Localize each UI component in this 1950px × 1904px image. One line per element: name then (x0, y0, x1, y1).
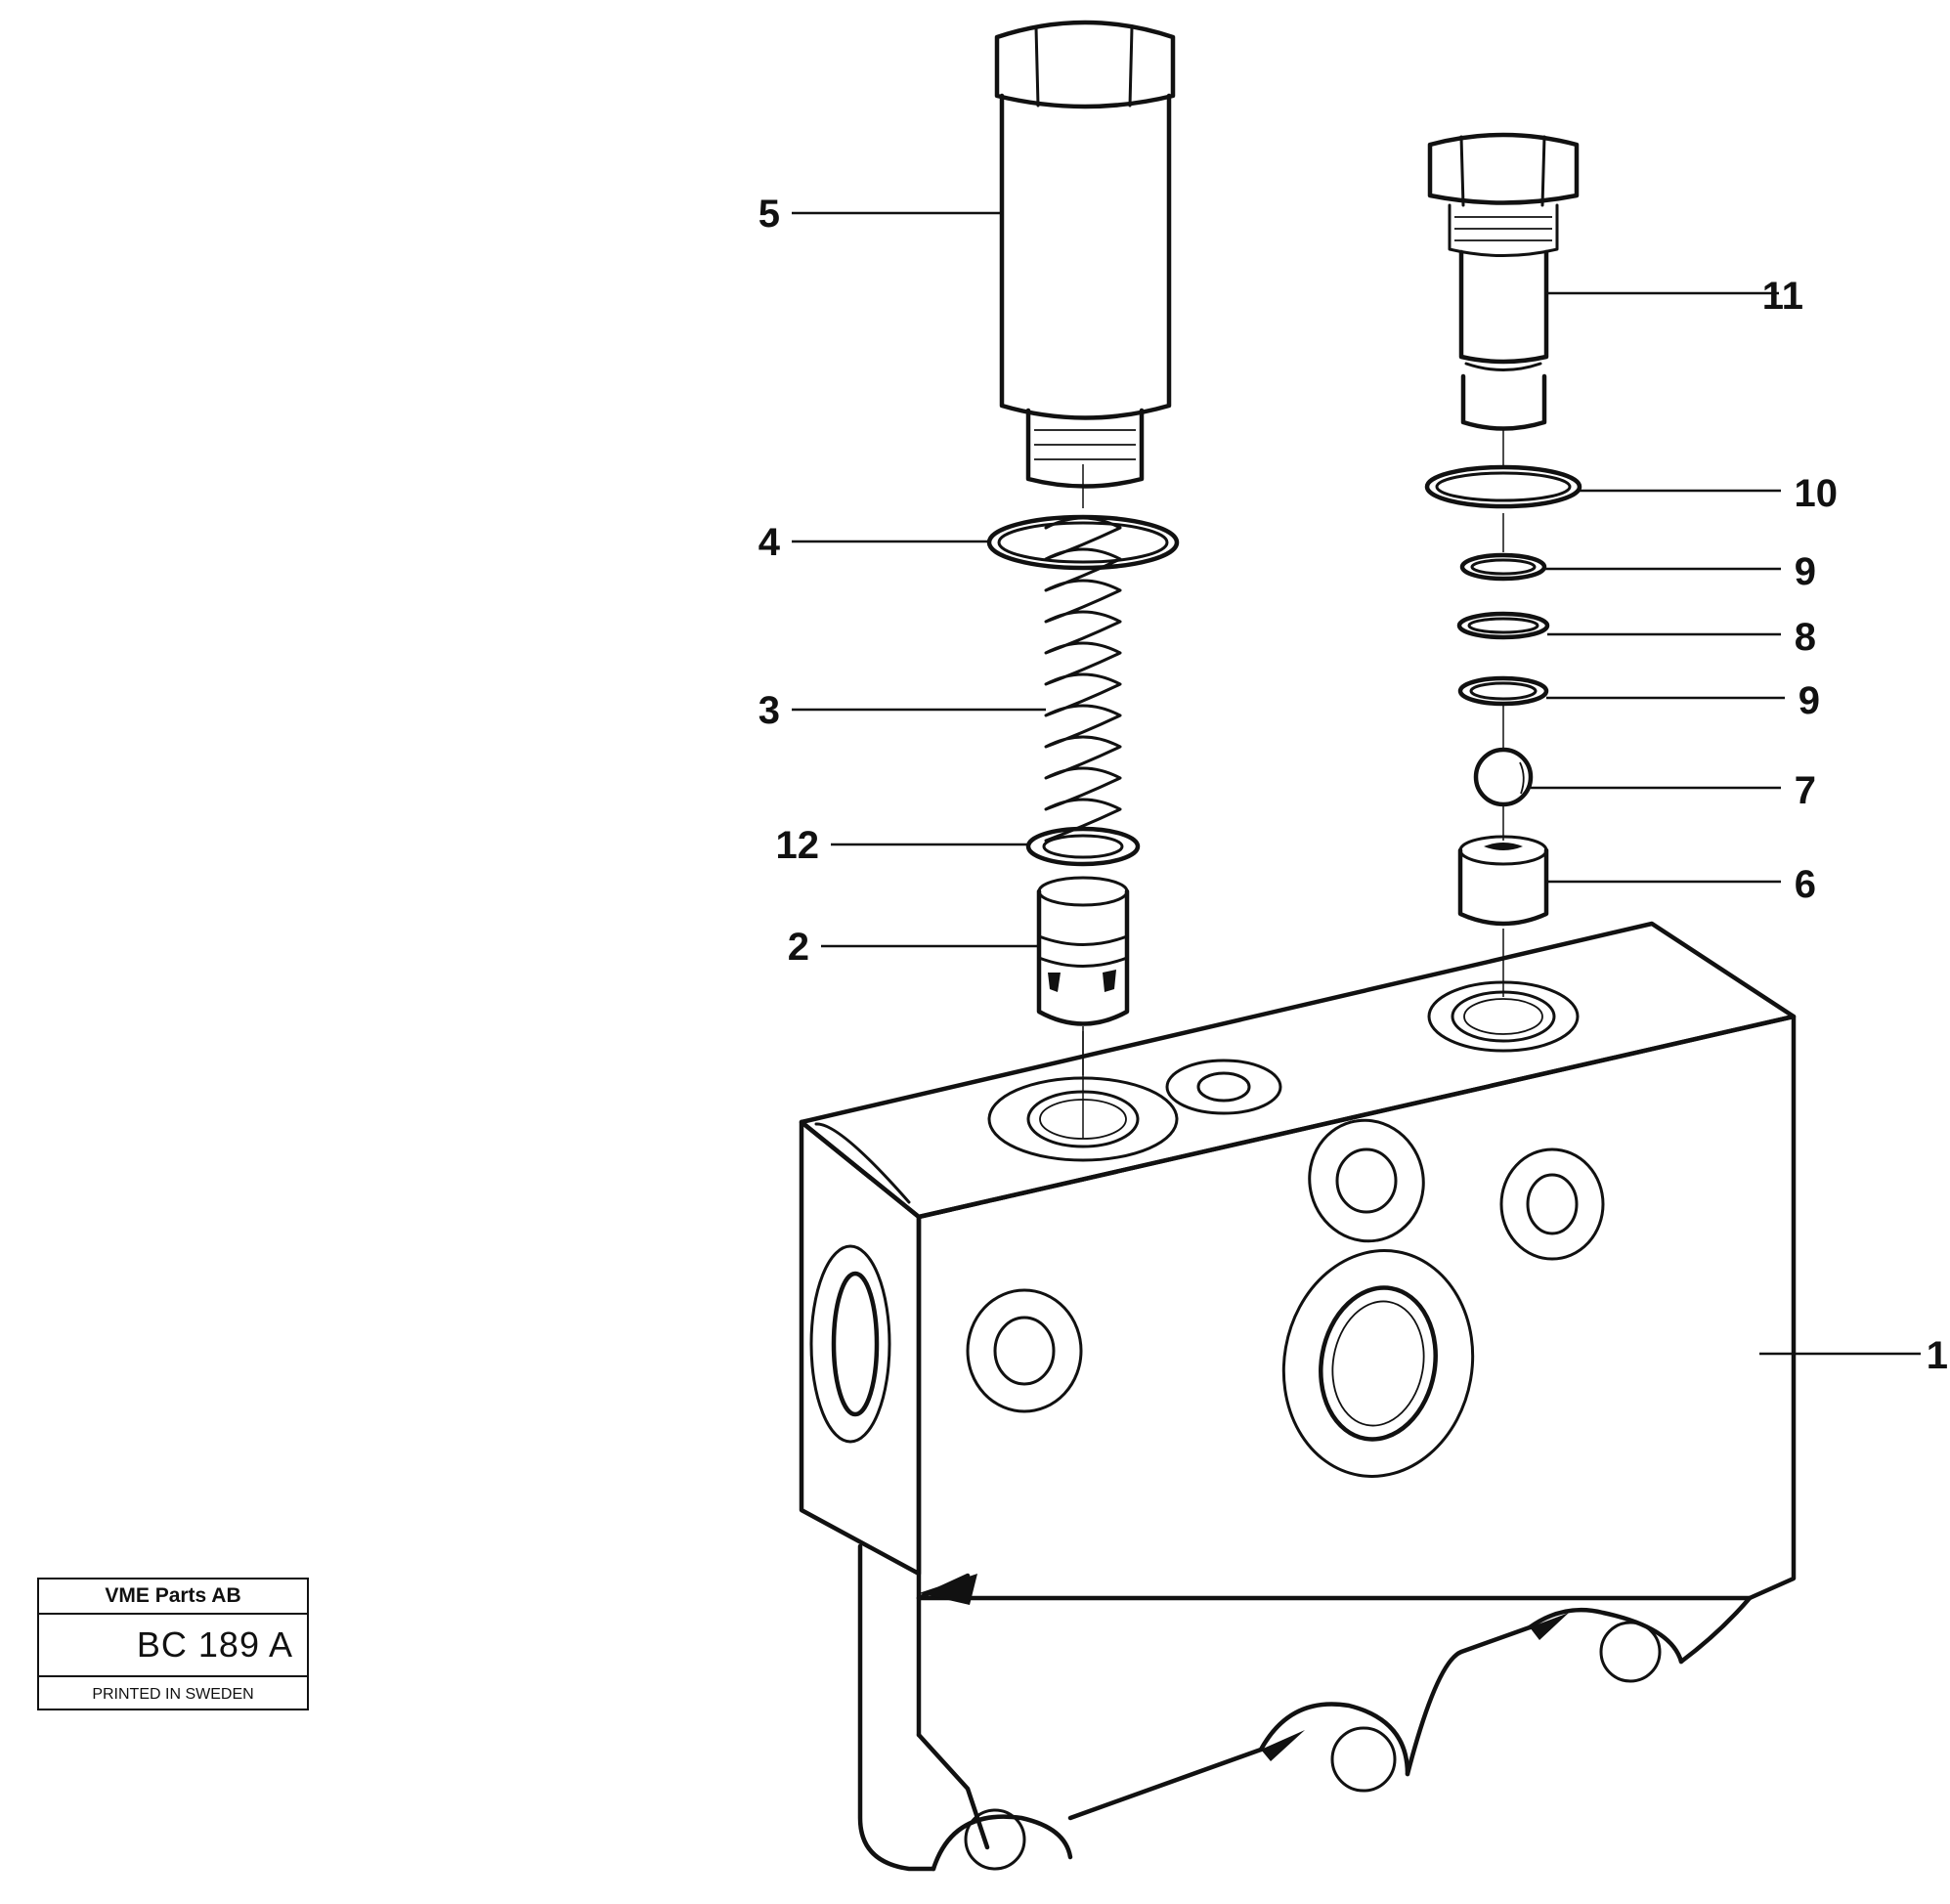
callout-label: 2 (788, 926, 809, 969)
right-component-stack (1424, 132, 1582, 997)
left-component-stack (986, 20, 1180, 1139)
printed-note: PRINTED IN SWEDEN (92, 1686, 254, 1703)
callout-label: 1 (1927, 1334, 1948, 1377)
title-block: VME Parts AB BC 189 A PRINTED IN SWEDEN (37, 1578, 309, 1710)
callout-label: 6 (1795, 863, 1816, 906)
callout-label: 5 (758, 193, 780, 236)
callout-label: 9 (1798, 679, 1820, 722)
drawing-code: BC 189 A (39, 1615, 307, 1677)
callout-label: 11 (1762, 275, 1803, 318)
company-name: VME Parts AB (39, 1579, 307, 1615)
callout-label: 9 (1795, 550, 1816, 593)
callout-label: 7 (1795, 769, 1816, 812)
callouts: 5 4 3 12 2 11 10 9 8 9 7 6 1 (758, 193, 1948, 1377)
callout-label: 12 (776, 824, 820, 867)
callout-label: 4 (758, 521, 781, 564)
callout-label: 3 (758, 689, 780, 732)
callout-label: 10 (1795, 472, 1839, 515)
callout-label: 8 (1795, 616, 1816, 659)
valve-housing (799, 921, 1797, 1872)
